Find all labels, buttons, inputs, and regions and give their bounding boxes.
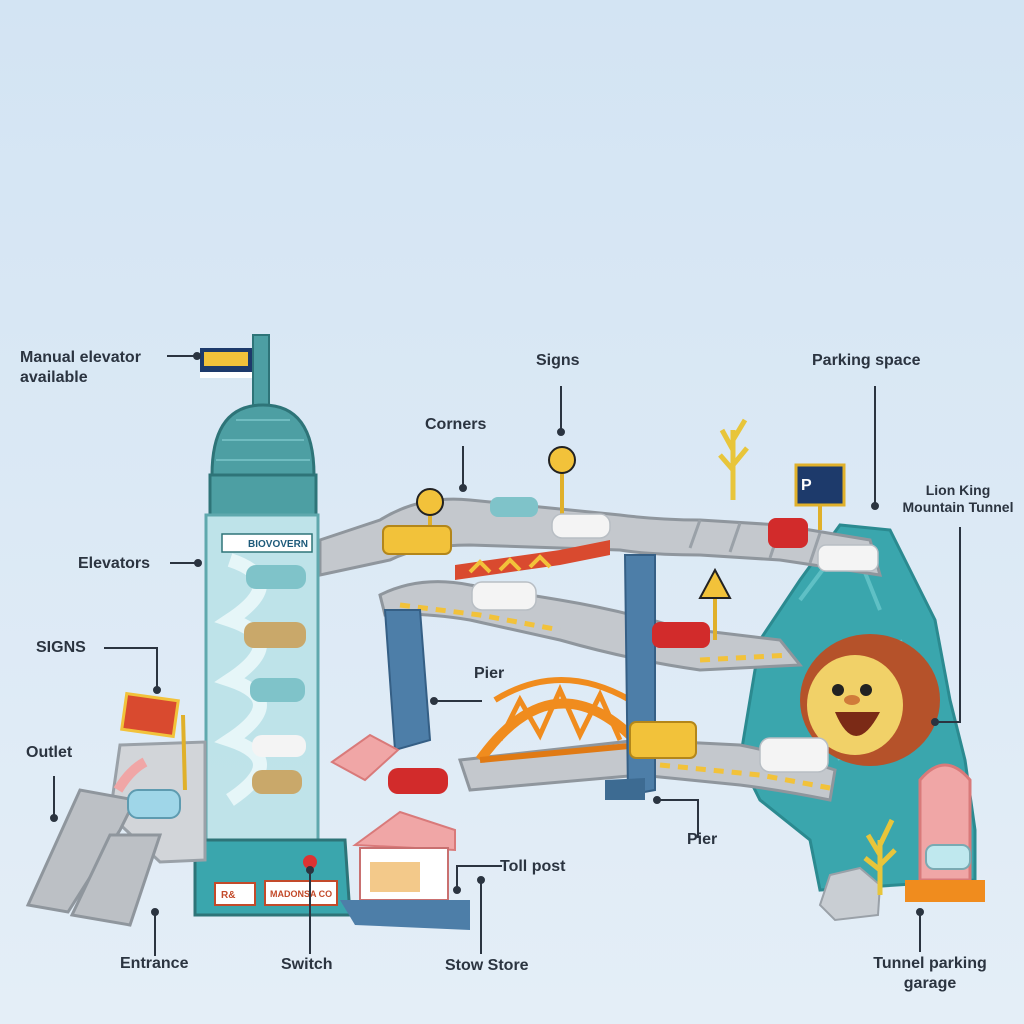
label-switch: Switch [281, 956, 333, 973]
tunnel-garage [905, 763, 985, 902]
tower-sign-text: BIOVOVERN [248, 539, 308, 550]
signs-post-top [416, 446, 732, 640]
parking-sign-text: P [801, 477, 812, 494]
top-flag [200, 348, 252, 378]
lion-head [800, 634, 940, 766]
orange-bridge [475, 677, 644, 763]
label-pier-lower: Pier [687, 831, 718, 848]
tree-decoration [718, 418, 897, 895]
label-signs-top: Signs [536, 352, 580, 369]
toy-cars [382, 497, 879, 773]
elevator-tower [204, 334, 320, 852]
base-sign-text: MADONSA CO [270, 889, 332, 899]
label-leader-lines [50, 352, 961, 956]
signs-left-board [120, 691, 187, 791]
stow-store-building [340, 810, 470, 930]
label-manual-elevator: Manual elevator available [20, 349, 141, 386]
label-toll-post: Toll post [500, 858, 566, 875]
label-signs-left: SIGNS [36, 639, 86, 656]
label-stow-store: Stow Store [445, 957, 529, 974]
tower-base [193, 838, 352, 917]
label-entrance: Entrance [120, 955, 189, 972]
label-pier-upper: Pier [474, 665, 505, 682]
base-badge-text: R& [221, 890, 235, 901]
label-elevators: Elevators [78, 555, 151, 572]
label-lion-king-tunnel: Lion King Mountain Tunnel [902, 482, 1014, 515]
label-corners: Corners [425, 416, 487, 433]
entrance-ramp [25, 740, 207, 927]
label-parking-space: Parking space [812, 352, 921, 369]
label-tunnel-parking-garage: Tunnel parking garage [873, 955, 987, 992]
toll-post-booth [330, 733, 448, 794]
parking-sign [794, 463, 846, 530]
label-outlet: Outlet [26, 744, 73, 761]
